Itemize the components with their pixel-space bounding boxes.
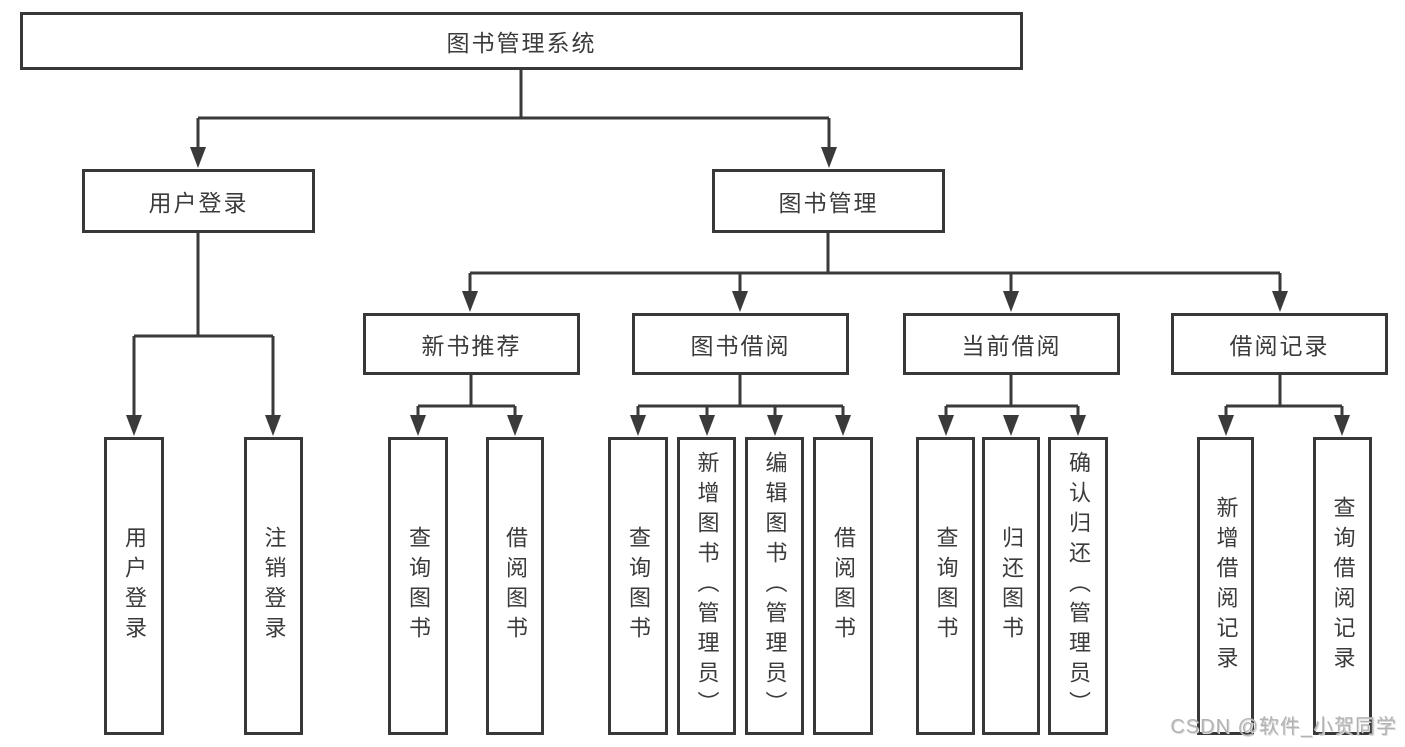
node-current-borrow: 当前借阅 [903,313,1120,375]
leaf-add-borrow-record: 新增借阅记录 [1197,437,1254,735]
leaf-user-login: 用户登录 [104,437,164,735]
leaf-borrow-book-1: 借阅图书 [486,437,544,735]
node-root-system: 图书管理系统 [20,12,1023,70]
leaf-query-book-1: 查询图书 [388,437,448,735]
leaf-add-book-admin: 新增图书（管理员） [677,437,736,735]
node-new-book-recommend: 新书推荐 [363,313,580,375]
leaf-borrow-book-2: 借阅图书 [813,437,873,735]
node-borrow-records: 借阅记录 [1171,313,1388,375]
node-user-login: 用户登录 [82,169,315,233]
leaf-confirm-return-admin: 确认归还（管理员） [1048,437,1108,735]
leaf-logout: 注销登录 [244,437,303,735]
leaf-edit-book-admin: 编辑图书（管理员） [745,437,804,735]
leaf-query-book-2: 查询图书 [608,437,668,735]
csdn-watermark: CSDN @软件_小贺同学 [1170,716,1397,738]
leaf-query-borrow-record: 查询借阅记录 [1313,437,1372,735]
leaf-query-book-3: 查询图书 [916,437,975,735]
node-book-borrow: 图书借阅 [632,313,849,375]
node-book-management: 图书管理 [712,169,945,233]
leaf-return-book: 归还图书 [982,437,1040,735]
